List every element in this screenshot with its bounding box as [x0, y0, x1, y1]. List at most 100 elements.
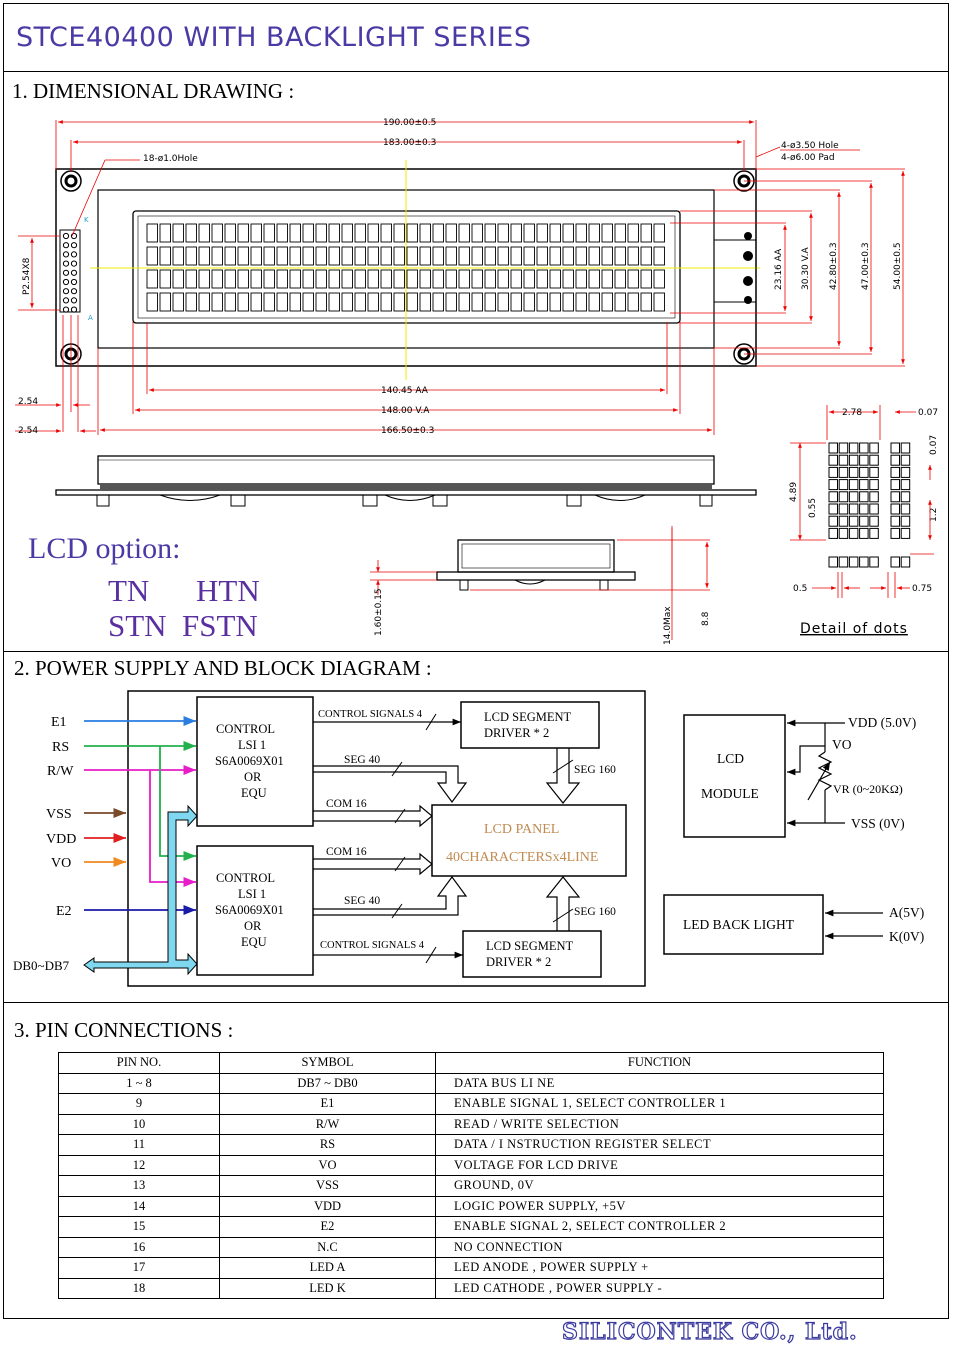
function-cell: READ / WRITE SELECTION	[435, 1113, 884, 1135]
divider-drawing	[3, 651, 949, 652]
lcd-option-label: LCD option:	[28, 532, 181, 565]
dot-square	[838, 442, 849, 454]
dot-square	[838, 515, 849, 527]
lcd-character-cell	[588, 292, 600, 312]
lcd-character-cell	[315, 223, 327, 243]
dot-square	[869, 491, 879, 503]
header-pin-hole	[70, 306, 78, 313]
lcd-character-cell	[523, 269, 535, 289]
lcd-character-cell	[185, 292, 197, 312]
ctrl1-line4: OR	[244, 770, 262, 784]
dot-square	[900, 503, 911, 515]
signal-e2: E2	[56, 904, 72, 919]
signal-e1: E1	[51, 715, 67, 730]
lcd-character-cell	[341, 223, 353, 243]
dot-square	[828, 527, 838, 539]
lcd-character-cell	[328, 269, 340, 289]
dot-square	[838, 491, 849, 503]
lcd-character-cell	[536, 292, 548, 312]
dot-square	[848, 503, 859, 515]
lcd-character-cell	[432, 269, 444, 289]
lcd-character-cell	[497, 269, 509, 289]
lcd-character-cell	[536, 223, 548, 243]
lcd-character-cell	[159, 246, 171, 266]
dot-05-label: 0.5	[793, 584, 807, 594]
lcd-character-cell	[575, 246, 587, 266]
dot-square	[859, 442, 869, 454]
lcd-character-cell	[315, 292, 327, 312]
section-power-title: 2. POWER SUPPLY AND BLOCK DIAGRAM :	[14, 656, 432, 680]
ctrl2-line3: S6A0069X01	[215, 903, 284, 917]
lcd-character-cell	[211, 269, 223, 289]
lcd-character-cell	[250, 292, 262, 312]
dot-square	[900, 556, 911, 568]
lcd-character-cell	[172, 223, 184, 243]
lcd-character-cell	[510, 292, 522, 312]
section-pin-title: 3. PIN CONNECTIONS :	[14, 1018, 234, 1042]
dim-160-label: 1.60±0.15	[374, 588, 384, 636]
dot-square	[869, 466, 879, 478]
power-supply-diagram: LCD MODULE VDD (5.0V) VO VR (0~20KΩ) VSS…	[663, 714, 924, 955]
lcd-character-cell	[419, 269, 431, 289]
table-header-row: PIN NO. SYMBOL FUNCTION	[58, 1052, 884, 1074]
dot-square	[900, 454, 911, 466]
ctrl2-line1: CONTROL	[216, 871, 275, 885]
lcd-character-cell	[445, 223, 457, 243]
lcd-character-cell	[627, 246, 639, 266]
ctrl2-line5: EQU	[241, 935, 267, 949]
dot-square	[900, 527, 911, 539]
block-outer-box	[127, 690, 646, 987]
pin-no-cell: 18	[58, 1277, 220, 1299]
lcd-character-cell	[640, 292, 652, 312]
lcd-character-cell	[289, 246, 301, 266]
lcd-character-cell	[354, 269, 366, 289]
module-side-view	[55, 455, 757, 507]
dot-square	[859, 479, 869, 491]
dim-4700-label: 47.00±0.3	[861, 242, 871, 290]
dot-square	[828, 491, 838, 503]
lcd-character-cell	[562, 292, 574, 312]
hole-4a-label: 4-ø3.50 Hole	[781, 141, 839, 151]
lcd-character-cell	[172, 246, 184, 266]
lcd-character-cell	[224, 269, 236, 289]
lcd-character-cell	[640, 246, 652, 266]
lcd-character-cell	[536, 246, 548, 266]
segdrv2-line1: LCD SEGMENT	[486, 939, 574, 953]
pin-no-cell: 9	[58, 1093, 220, 1115]
lcd-character-cell	[380, 269, 392, 289]
top-dimensions: 190.00±0.5 183.00±0.3 18-ø1.0Hole 4-ø3.5…	[55, 118, 860, 237]
lcd-character-cell	[445, 246, 457, 266]
dot-278-label: 2.78	[842, 408, 862, 418]
segdrv2-line2: DRIVER * 2	[486, 955, 551, 969]
hole-4b-label: 4-ø6.00 Pad	[781, 153, 835, 163]
function-cell: NO CONNECTION	[435, 1236, 884, 1258]
led-backlight-label: LED BACK LIGHT	[683, 917, 795, 932]
com16-top-label: COM 16	[326, 798, 367, 810]
dim-254a-label: 2.54	[18, 397, 38, 407]
lcd-character-cell	[445, 269, 457, 289]
lcd-character-cell	[497, 223, 509, 243]
header-pin-hole	[70, 260, 78, 267]
lcd-character-cell	[302, 292, 314, 312]
company-logo-text: SILICONTEK CO., Ltd.	[561, 1318, 858, 1345]
ctrl2-line2: LSI 1	[238, 887, 266, 901]
lcd-character-grid	[146, 223, 665, 312]
lcd-character-cell	[159, 223, 171, 243]
function-cell: LOGIC POWER SUPPLY, +5V	[435, 1195, 884, 1217]
dot-square	[900, 442, 911, 454]
function-cell: DATA / I NSTRUCTION REGISTER SELECT	[435, 1134, 884, 1156]
symbol-cell: VSS	[219, 1175, 436, 1197]
dot-007a-label: 0.07	[918, 408, 938, 418]
lcd-character-cell	[146, 292, 158, 312]
lcd-character-cell	[263, 246, 275, 266]
lcd-character-cell	[523, 292, 535, 312]
lcd-character-cell	[549, 269, 561, 289]
dim-14045-label: 140.45 AA	[381, 386, 429, 396]
header-pin-hole	[70, 242, 78, 249]
lcd-character-cell	[445, 292, 457, 312]
lcd-character-cell	[627, 292, 639, 312]
lcd-character-cell	[549, 223, 561, 243]
function-cell: LED CATHODE , POWER SUPPLY -	[435, 1277, 884, 1299]
